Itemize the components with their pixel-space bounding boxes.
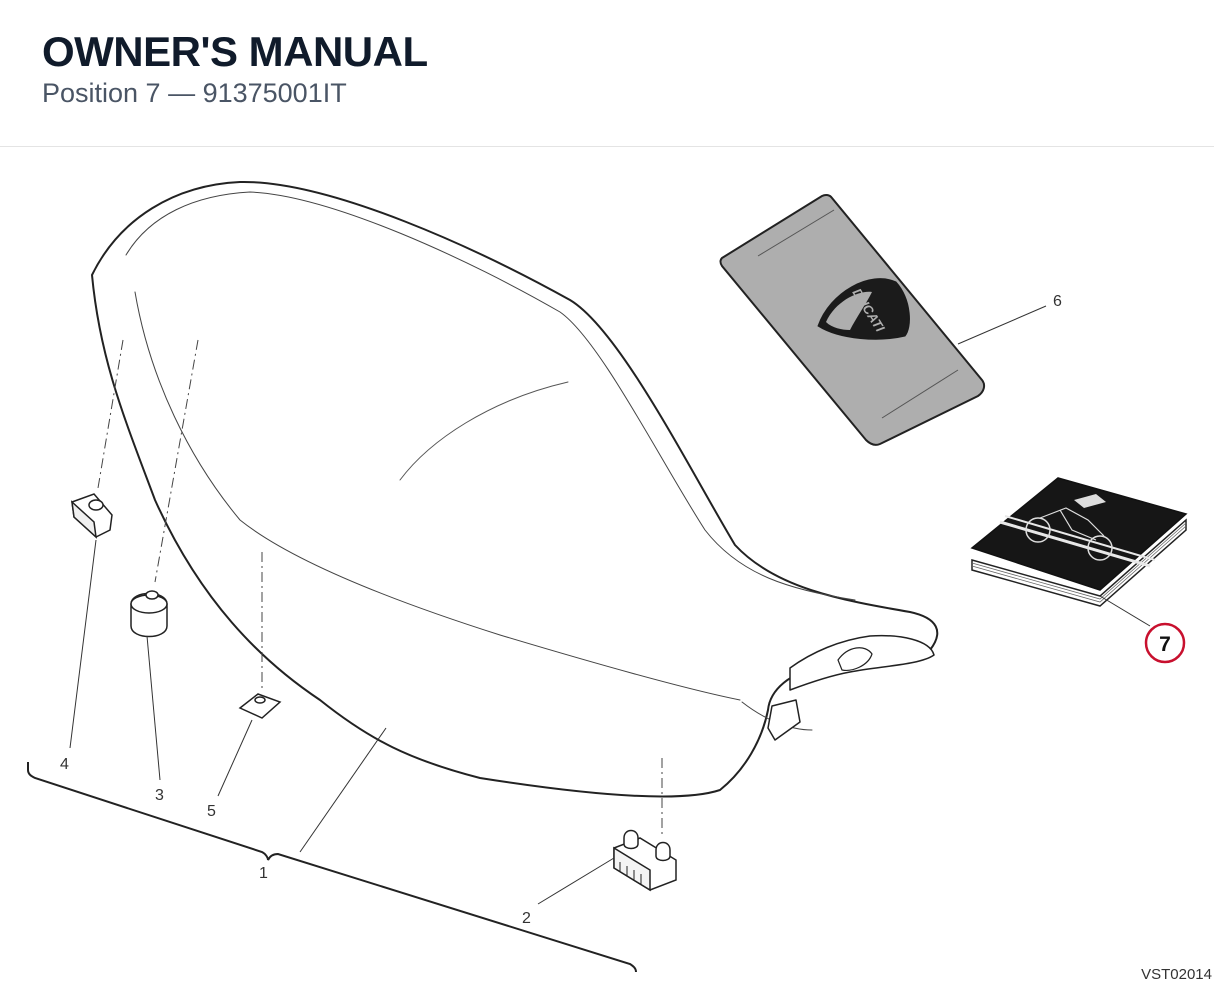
callout-3[interactable]: 3 bbox=[155, 787, 164, 804]
plate-part-5[interactable] bbox=[238, 693, 282, 719]
leader-lines bbox=[69, 305, 1151, 905]
assembly-guide-lines bbox=[97, 339, 663, 838]
buffer-part-3[interactable] bbox=[130, 590, 168, 638]
callout-4[interactable]: 4 bbox=[60, 756, 69, 773]
assembly-bracket bbox=[27, 762, 637, 973]
drawing-code: VST02014 bbox=[1141, 966, 1212, 983]
page-header: OWNER'S MANUAL Position 7 — 91375001IT bbox=[0, 0, 1214, 147]
page-title: OWNER'S MANUAL bbox=[42, 28, 428, 75]
page-subtitle: Position 7 — 91375001IT bbox=[42, 78, 347, 108]
callout-2[interactable]: 2 bbox=[522, 910, 531, 927]
callout-labels: 1 2 3 4 5 6 7 bbox=[60, 293, 1186, 927]
callout-6[interactable]: 6 bbox=[1053, 293, 1062, 310]
callout-1[interactable]: 1 bbox=[259, 865, 268, 882]
highlighted-callout-ring[interactable] bbox=[1144, 622, 1186, 664]
pad-part-4[interactable] bbox=[70, 493, 113, 539]
connector-part-2[interactable] bbox=[613, 829, 677, 892]
exploded-parts-diagram: DUCATI 1 2 3 4 5 6 7 bbox=[27, 180, 1188, 973]
seat-part[interactable] bbox=[91, 180, 939, 798]
callout-5[interactable]: 5 bbox=[207, 803, 216, 820]
owners-manual-booklet-part-7[interactable] bbox=[970, 477, 1188, 607]
callout-7-highlighted[interactable]: 7 bbox=[1159, 633, 1171, 656]
seat-cover-part-6[interactable]: DUCATI bbox=[719, 193, 986, 446]
